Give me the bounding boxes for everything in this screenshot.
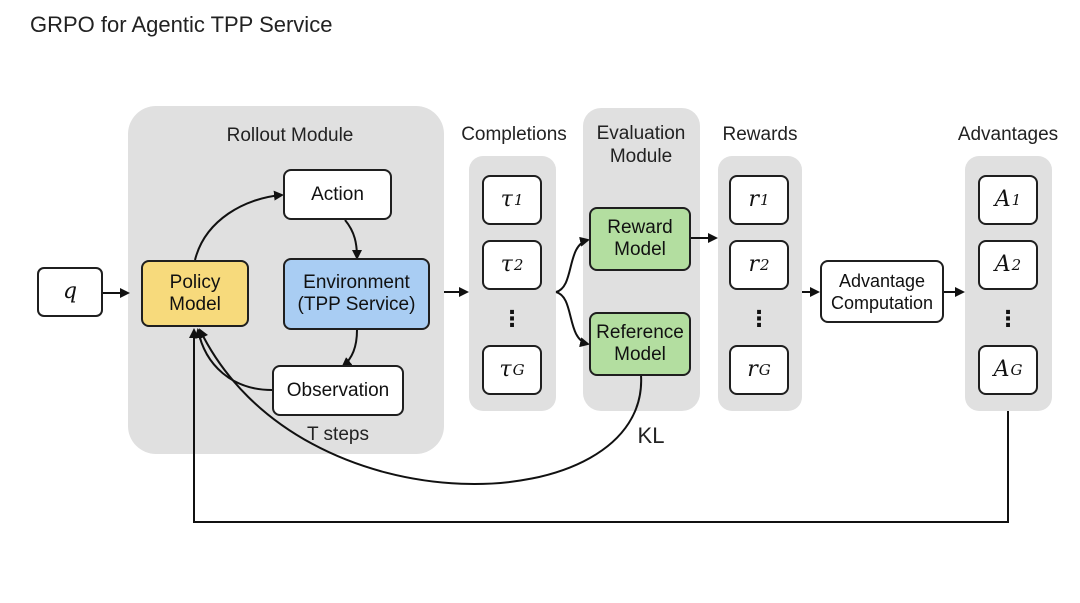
reward-model-node: Reward Model xyxy=(589,207,691,271)
evaluation-label-line1: Evaluation xyxy=(596,123,686,144)
advantage-a-1-symbol: A xyxy=(994,187,1011,212)
advantages-label: Advantages xyxy=(957,124,1059,145)
completion-tau-g-symbol: τ xyxy=(499,357,512,382)
completions-label: Completions xyxy=(461,124,567,145)
environment-label-line1: Environment xyxy=(303,272,410,293)
advantage-a-1-subscript: 1 xyxy=(1011,191,1022,209)
reward-r-g-subscript: G xyxy=(758,361,771,379)
evaluation-label-line2: Module xyxy=(609,146,673,167)
arrow-completions-to-reward-model xyxy=(555,236,590,293)
reward-r-1-subscript: 1 xyxy=(759,191,770,209)
reward-r-1-symbol: r xyxy=(748,187,759,212)
diagram-title: GRPO for Agentic TPP Service xyxy=(30,12,333,37)
rewards-label: Rewards xyxy=(722,124,798,145)
advantage-a-2-symbol: A xyxy=(994,252,1011,277)
completion-tau-2-symbol: τ xyxy=(500,252,513,277)
environment-label-line2: (TPP Service) xyxy=(297,294,416,315)
query-node: q xyxy=(37,267,103,317)
t-steps-label: T steps xyxy=(307,424,369,445)
completion-tau-1-symbol: τ xyxy=(500,187,513,212)
rollout-module-label: Rollout Module xyxy=(226,125,354,146)
evaluation-module-label: Evaluation Module xyxy=(581,122,701,168)
completion-tau-1-subscript: 1 xyxy=(513,191,524,209)
policy-model-node: Policy Model xyxy=(141,260,249,327)
arrow-completions-to-reference-model xyxy=(555,291,590,348)
completion-tau-g-subscript: G xyxy=(512,361,525,379)
reward-r-g-symbol: r xyxy=(747,357,758,382)
observation-node: Observation xyxy=(272,365,404,416)
completion-tau-2-subscript: 2 xyxy=(513,256,524,274)
reference-model-node: Reference Model xyxy=(589,312,691,376)
arrow-action-to-environment xyxy=(344,219,362,260)
action-node: Action xyxy=(283,169,392,220)
advantage-a-g-subscript: G xyxy=(1010,361,1023,379)
kl-label: KL xyxy=(637,423,665,448)
environment-node: Environment (TPP Service) xyxy=(283,258,430,330)
advantage-a-g-symbol: A xyxy=(993,357,1010,382)
arrow-kl-to-policy xyxy=(199,328,643,485)
arrow-observation-to-policy xyxy=(194,328,273,391)
arrow-advantages-feedback-to-policy xyxy=(189,328,1009,523)
completions-ellipsis: ⋮ xyxy=(501,306,523,331)
arrow-policy-to-action xyxy=(194,190,284,261)
reward-r-2-subscript: 2 xyxy=(759,256,770,274)
rewards-ellipsis: ⋮ xyxy=(748,306,770,331)
advantage-computation-node: Advantage Computation xyxy=(820,260,944,323)
advantage-a-2-subscript: 2 xyxy=(1011,256,1022,274)
advantages-ellipsis: ⋮ xyxy=(997,306,1019,331)
arrow-environment-to-observation xyxy=(341,329,358,368)
reward-r-2-symbol: r xyxy=(748,252,759,277)
